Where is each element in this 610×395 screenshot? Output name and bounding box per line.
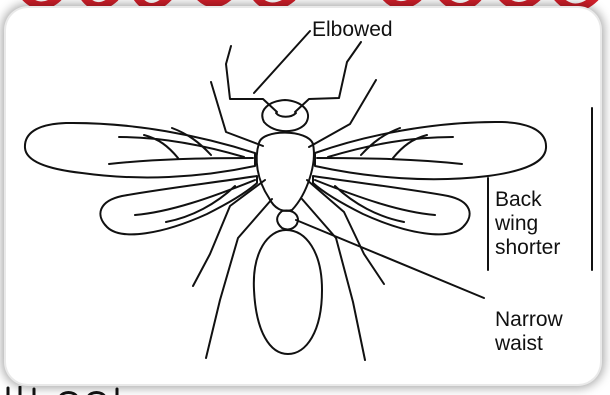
label-narrow-waist-line-2: waist: [495, 332, 563, 356]
label-narrow-waist: Narrow waist: [495, 308, 563, 356]
abdomen: [254, 230, 322, 354]
diagram-card: Elbowed Back wing shorter Narrow waist: [6, 8, 600, 384]
bottom-text-fragment: [0, 384, 610, 395]
bottom-text-fragment-graphic: [0, 386, 610, 395]
head: [262, 100, 308, 131]
label-back-wing-shorter: Back wing shorter: [495, 188, 560, 260]
antenna-right: [295, 42, 361, 112]
label-back-wing-line-3: shorter: [495, 236, 560, 260]
hind-wing-left-outline: [100, 176, 257, 234]
leg-right-1: [309, 80, 376, 147]
petiole: [277, 210, 298, 229]
label-elbowed: Elbowed: [312, 18, 393, 42]
label-narrow-waist-line-1: Narrow: [495, 308, 563, 332]
hind-wing-right-veins: [315, 180, 435, 222]
thorax: [257, 133, 314, 211]
elbowed-pointer-line: [254, 31, 310, 93]
antenna-left: [226, 46, 277, 112]
head-detail: [276, 113, 296, 117]
label-back-wing-line-2: wing: [495, 212, 560, 236]
leg-right-3: [302, 199, 365, 360]
label-back-wing-line-1: Back: [495, 188, 560, 212]
